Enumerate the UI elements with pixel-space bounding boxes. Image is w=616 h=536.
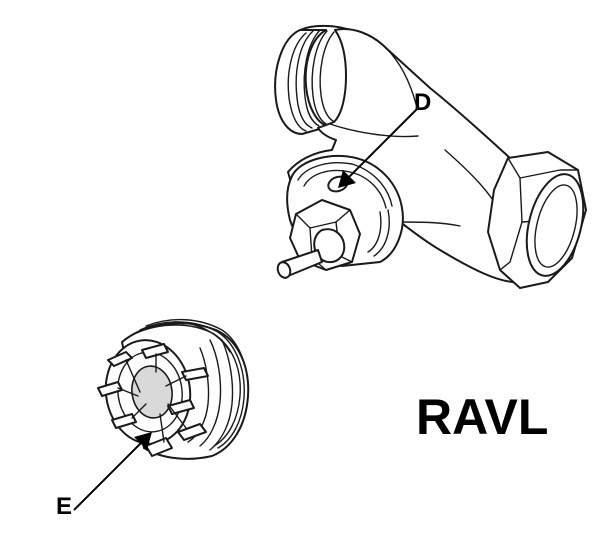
callout-e-letter: E: [56, 493, 72, 520]
model-label: RAVL: [416, 389, 548, 445]
valve-body: [274, 24, 587, 289]
callout-d-leader-line: [345, 107, 419, 181]
valve-inlet-thread: [274, 24, 361, 135]
valve-spindle: [276, 249, 323, 279]
callout-d-arrowhead: [338, 170, 356, 188]
callout-e-arrowhead: [134, 432, 152, 450]
callout-e: E: [56, 432, 152, 520]
callout-d-letter: D: [414, 89, 431, 116]
callout-d: D: [338, 89, 431, 188]
callout-e-leader-line: [73, 439, 145, 511]
valve-union-nut: [487, 151, 587, 289]
adapter-ring: [97, 318, 250, 460]
